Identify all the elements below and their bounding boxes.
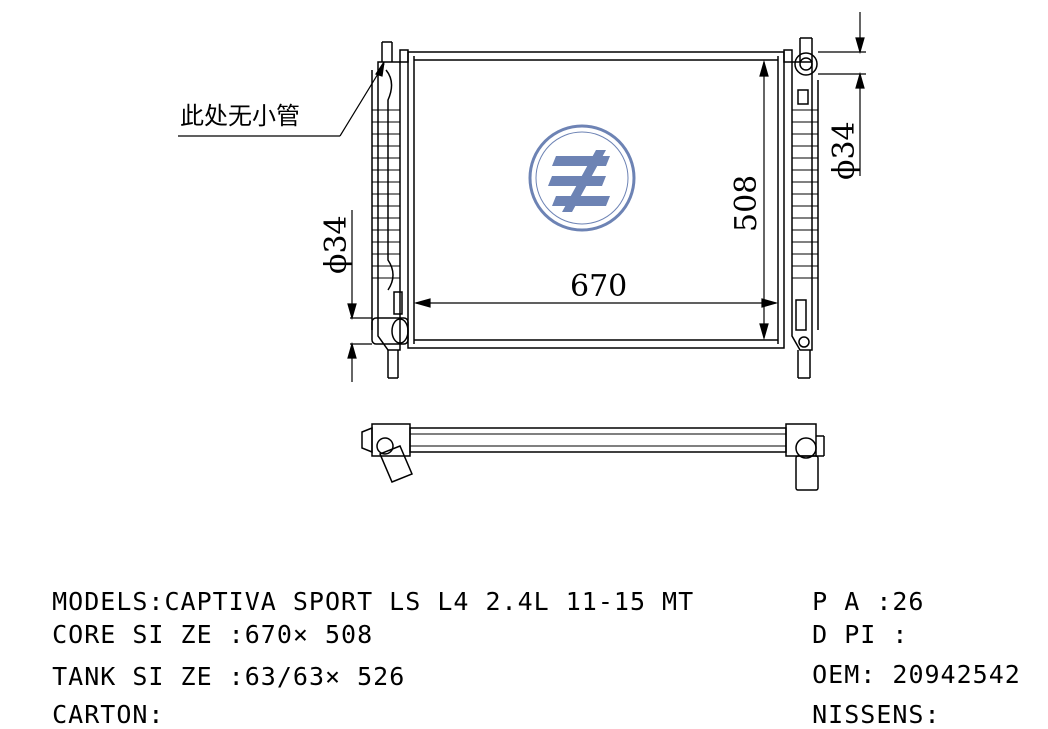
outlet-diameter-label: ϕ34 [827,121,862,180]
models-row: MODELS:CAPTIVA SPORT LS L4 2.4L 11-15 MT [20,564,694,614]
top-view-core [409,427,787,453]
right-tank [783,37,819,379]
pa-value: 26 [892,587,925,616]
nissens-row: NISSENS: [780,677,941,727]
dpi-row: D PI : [780,597,908,647]
oem-value: 20942542 [892,660,1021,689]
width-dimension [413,298,779,308]
right-inlet-pipe [794,52,818,76]
top-view [361,423,825,491]
core-size-value: 670× 508 [244,620,374,649]
annotation-leader [178,61,385,137]
height-dimension-label: 508 [729,175,764,232]
height-dimension [759,59,769,341]
annotation-note: 此处无小管 [180,102,300,130]
outlet-diameter-dimension [818,12,866,176]
tank-size-label: TANK SI ZE : [52,662,245,691]
left-tank [371,41,409,379]
brand-logo-icon [528,124,636,232]
oem-label: OEM: [812,660,877,689]
inlet-diameter-label: ϕ34 [319,215,354,274]
front-view [178,12,866,382]
core-size-row: CORE SI ZE :670× 508 [20,597,373,647]
oem-row: OEM: 20942542 [780,637,1021,687]
dpi-label: D PI : [812,620,909,649]
models-value: CAPTIVA SPORT LS L4 2.4L 11-15 MT [164,587,695,616]
tank-size-row: TANK SI ZE :63/63× 526 [20,639,405,689]
pa-label: P A : [812,587,893,616]
top-view-outlet [795,455,819,491]
width-dimension-label: 670 [570,269,627,304]
carton-row: CARTON: [20,677,164,727]
pa-row: P A :26 [780,564,924,614]
inlet-diameter-dimension [347,210,372,382]
radiator-drawing: 670 508 ϕ34 ϕ34 此处无小管 [178,12,866,491]
models-label: MODELS: [52,587,165,616]
tank-size-value: 63/63× 526 [244,662,406,691]
radiator-core [407,51,785,349]
carton-label: CARTON: [52,700,165,729]
core-size-label: CORE SI ZE : [52,620,245,649]
nissens-label: NISSENS: [812,700,941,729]
